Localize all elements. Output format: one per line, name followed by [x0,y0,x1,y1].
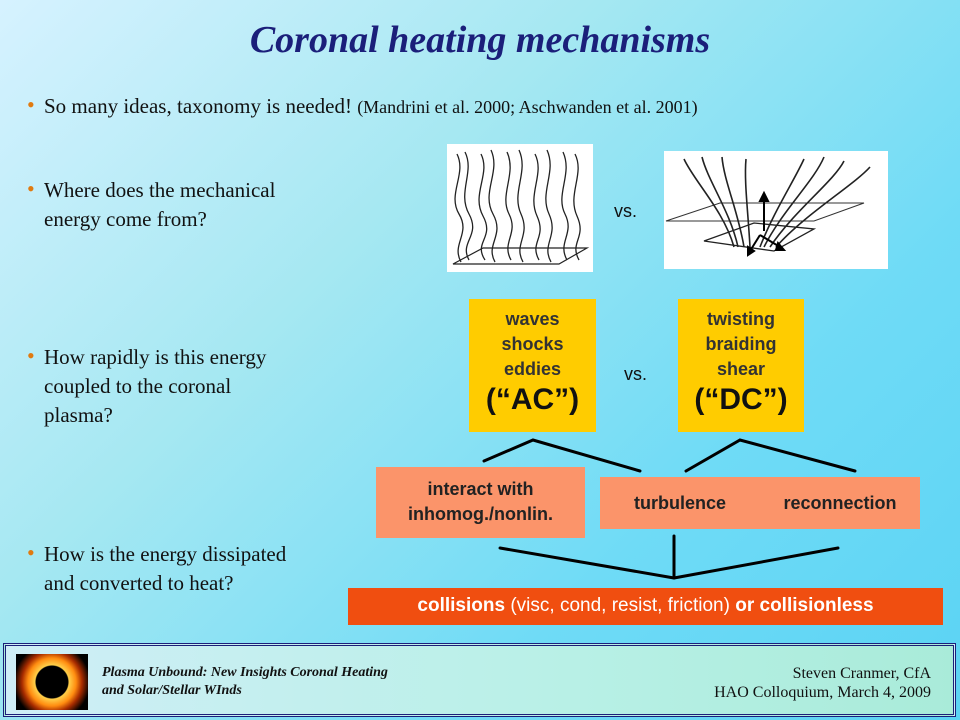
interact-to-collisions [498,546,676,580]
vs-label-mid: vs. [624,364,648,384]
bullet-dot-icon: • [27,540,35,565]
ac-mechanisms-box: waves shocks eddies (“AC”) [469,299,596,432]
footpoint-braiding-diagram [664,151,888,269]
collisionless-label: or collisionless [735,595,874,616]
bullet-line: How rapidly is this energy [44,345,267,369]
bullet-dot-icon: • [27,92,35,117]
vs-label-top: vs. [614,201,638,221]
bullet-dot-icon: • [27,343,35,368]
dc-line: twisting [707,309,775,329]
collisions-detail: (visc, cond, resist, friction) [505,595,736,616]
footer-bar: Plasma Unbound: New Insights Coronal Hea… [3,643,956,717]
bullet-dissipation: • How is the energy dissipated and conve… [27,540,287,598]
bullet-line: plasma? [44,403,113,427]
footer-speaker-name: Steven Cranmer, CfA [792,665,931,682]
ac-label: (“AC”) [485,383,580,416]
ac-line: waves [505,309,560,329]
wave-field-lines-icon [452,149,590,265]
bullet-line: energy come from? [44,207,207,231]
bullet-line: How is the energy dissipated [44,542,287,566]
interact-line: interact with [427,479,534,499]
bullet-line: Where does the mechanical [44,178,276,202]
reconnection-box: reconnection [760,477,920,529]
bullet-line: coupled to the coronal [44,374,232,398]
eclipse-sun-icon [16,654,88,710]
dc-label: (“DC”) [694,383,788,416]
footer-venue: HAO Colloquium, March 4, 2009 [714,684,931,701]
interact-line: inhomog./nonlin. [408,504,553,524]
reconnection-to-collisions [672,546,840,580]
collisions-label: collisions [417,595,506,616]
slide-title: Coronal heating mechanisms [249,19,711,61]
collisions-box: collisions (visc, cond, resist, friction… [348,588,943,625]
dc-line: braiding [705,334,777,354]
dc-mechanisms-box: twisting braiding shear (“DC”) [678,299,804,432]
footer-speaker: Steven Cranmer, CfA HAO Colloquium, Marc… [714,664,931,702]
ac-line: shocks [501,334,564,354]
bullet-text: So many ideas, taxonomy is needed! [44,94,352,118]
braided-loops-icon [665,156,871,257]
wave-field-lines-diagram [447,144,593,272]
footer-title-line: and Solar/Stellar WInds [102,683,242,698]
ac-line: eddies [503,359,562,379]
footer-talk-title: Plasma Unbound: New Insights Coronal Hea… [102,664,388,700]
dc-line: shear [716,359,766,379]
turbulence-box: turbulence [600,477,760,529]
bullet-coupling: • How rapidly is this energy coupled to … [27,343,267,430]
interact-box: interact with inhomog./nonlin. [376,467,585,538]
bullet-dot-icon: • [27,176,35,201]
dc-connector [684,438,857,473]
footer-title-line: Plasma Unbound: New Insights Coronal Hea… [102,665,388,680]
bullet-citation: (Mandrini et al. 2000; Aschwanden et al.… [357,97,698,117]
bullet-taxonomy: • So many ideas, taxonomy is needed! (Ma… [27,92,698,122]
bullet-line: and converted to heat? [44,571,234,595]
bullet-energy-source: • Where does the mechanical energy come … [27,176,276,234]
